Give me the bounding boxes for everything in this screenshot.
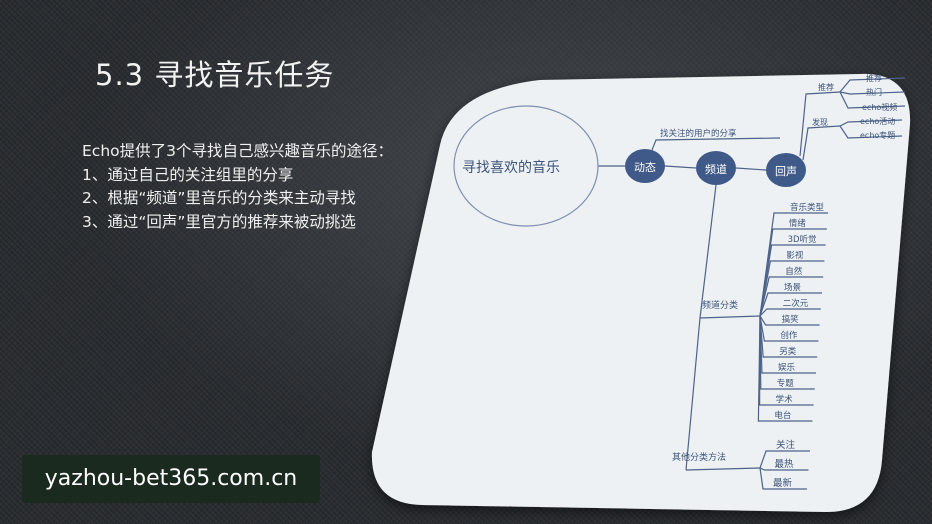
channel-category-leaf: 学术 — [776, 394, 794, 405]
pindao-qita-label: 其他分类方法 — [672, 451, 726, 463]
dongtai-branch-label: 找关注的用户的分享 — [660, 128, 737, 139]
channel-category-leaf: 二次元 — [783, 298, 809, 309]
body-paragraph: 2、根据“频道”里音乐的分类来主动寻找 — [82, 189, 356, 207]
channel-category-leaf: 另类 — [779, 346, 797, 357]
channel-category-leaf: 电台 — [774, 410, 791, 421]
channel-category-leaf: 搞笑 — [782, 314, 800, 325]
connector-leaf — [759, 315, 820, 326]
other-method-leaf: 最热 — [775, 458, 795, 470]
body-text: Echo提供了3个寻找自己感兴趣音乐的途径： 1、通过自己的关注组里的分享 2、… — [82, 140, 402, 234]
huisheng-leaf: echo专题 — [860, 130, 895, 140]
connector-leaf — [759, 308, 821, 317]
huisheng-tuijian-label: 推荐 — [818, 82, 834, 92]
connector-leaf — [839, 125, 903, 139]
huisheng-leaf: 热门 — [866, 87, 882, 97]
huisheng-faxian-label: 发现 — [812, 117, 828, 127]
connector-leaf — [759, 467, 807, 490]
connector-fenlei — [699, 315, 761, 319]
body-paragraph: 1、通过自己的关注组里的分享 — [82, 165, 294, 184]
connector-leaf — [839, 91, 906, 95]
channel-category-leaf: 专题 — [777, 378, 795, 389]
slide-title: 5.3 寻找音乐任务 — [95, 58, 335, 92]
watermark: yazhou-bet365.com.cn — [22, 455, 320, 503]
connector-dongtai-pindao — [664, 165, 697, 169]
node-pindao — [696, 151, 736, 185]
channel-category-leaf: 音乐类型 — [790, 202, 825, 213]
connector-leaf — [759, 450, 810, 469]
connector-leaf — [839, 91, 906, 109]
node-huisheng — [766, 153, 806, 187]
channel-category-leaf: 自然 — [785, 266, 803, 277]
channel-category-leaf: 3D听觉 — [788, 234, 817, 245]
body-paragraph: 3、通过“回声”里官方的推荐来被动挑选 — [82, 212, 356, 231]
node-dongtai-label: 动态 — [634, 161, 656, 174]
connector-huisheng-tuijian — [799, 91, 841, 157]
other-method-leaf: 关注 — [776, 439, 796, 451]
connector-leaf — [757, 315, 813, 422]
pindao-fenlei-label: 频道分类 — [702, 299, 738, 311]
channel-category-leaf: 情绪 — [789, 218, 807, 229]
channel-category-leaf: 场景 — [784, 283, 801, 293]
node-dongtai — [625, 149, 665, 183]
connector-leaf — [839, 77, 906, 93]
connector-leaf — [759, 276, 824, 317]
root-ellipse — [453, 105, 599, 227]
channel-category-leaf: 娱乐 — [778, 362, 796, 373]
connector-leaf — [759, 315, 819, 342]
channel-category-leaf: 影视 — [786, 250, 804, 261]
connector-leaf — [759, 467, 809, 471]
node-huisheng-label: 回声 — [775, 164, 797, 178]
other-method-leaf: 最新 — [773, 477, 793, 489]
connector-qita — [685, 467, 761, 471]
connector-leaf — [759, 292, 822, 317]
connector-dongtai-branch — [651, 137, 781, 151]
connector-leaf — [839, 119, 903, 127]
node-pindao-label: 频道 — [705, 162, 727, 176]
card-background — [371, 73, 911, 512]
root-label: 寻找喜欢的音乐 — [462, 159, 560, 176]
connector-leaf — [759, 260, 825, 317]
channel-category-leaf: 创作 — [780, 330, 798, 341]
huisheng-leaf: 推荐 — [866, 73, 882, 83]
body-paragraph: Echo提供了3个寻找自己感兴趣音乐的途径： — [82, 142, 393, 160]
connector-huisheng-faxian — [802, 125, 841, 161]
connector-pindao-huisheng — [735, 167, 767, 171]
huisheng-leaf: echo活动 — [860, 116, 895, 126]
huisheng-leaf: echo视频 — [862, 102, 897, 112]
